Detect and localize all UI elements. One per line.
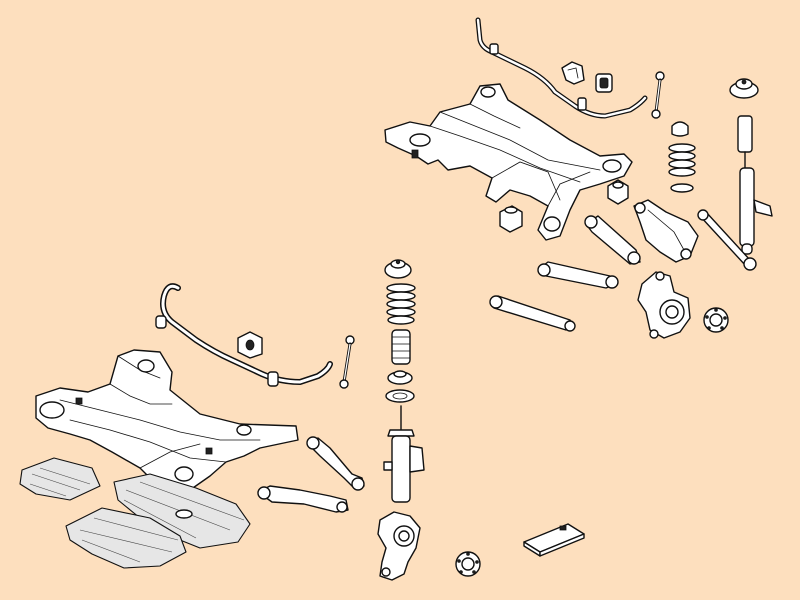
front-stabilizer-bar (156, 286, 330, 386)
rear-toe-link (698, 210, 756, 270)
rear-strut-top-mount (730, 79, 758, 98)
underbody-shield-front (66, 508, 186, 568)
front-spring-seat (388, 371, 412, 384)
rear-subframe (385, 84, 632, 240)
rear-stabilizer-link (652, 72, 664, 118)
front-wheel-hub (456, 552, 480, 576)
rear-subframe-bushing-left (500, 206, 522, 232)
underbody-shield-center (114, 474, 250, 548)
rear-lower-link (490, 296, 575, 331)
front-tension-strut (307, 437, 364, 490)
rear-wheel-knuckle (638, 272, 690, 338)
rear-shock-absorber (738, 116, 772, 254)
front-subframe (36, 350, 298, 496)
front-stabilizer-link (340, 336, 354, 388)
front-dust-boot (392, 330, 410, 364)
rear-wishbone (634, 200, 698, 262)
rear-bump-stop (672, 122, 688, 136)
underbody-shield-left (20, 458, 100, 500)
underbody-module (524, 524, 584, 556)
front-strut-top-mount (385, 260, 411, 278)
rear-stabilizer-bushing (596, 74, 612, 92)
front-stabilizer-bushing (238, 332, 262, 358)
front-lower-control-arm (258, 486, 348, 512)
front-strut-bearing (386, 390, 414, 402)
rear-stabilizer-bar (478, 20, 645, 116)
front-coil-spring (387, 284, 415, 324)
rear-stabilizer-bracket (562, 62, 584, 84)
rear-wheel-hub (704, 308, 728, 332)
rear-upper-control-arm (585, 216, 640, 264)
rear-coil-spring (669, 144, 695, 192)
rear-subframe-bushing-right (608, 180, 628, 204)
front-wheel-knuckle (378, 512, 420, 580)
front-strut (384, 406, 424, 502)
rear-trailing-arm (538, 262, 618, 288)
